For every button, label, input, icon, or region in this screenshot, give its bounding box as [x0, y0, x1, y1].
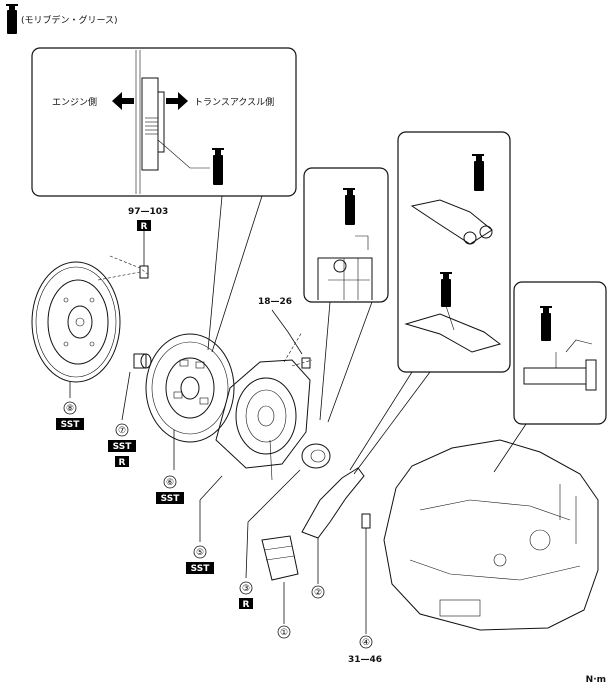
- callout-shaft-detail: [493, 281, 607, 473]
- grease-tube-icon: [343, 188, 355, 225]
- flywheel: [31, 255, 151, 398]
- arrow-left-icon: [112, 92, 134, 110]
- svg-text:①: ①: [280, 628, 288, 638]
- svg-text:⑧: ⑧: [66, 404, 74, 414]
- sst-badge: SST: [186, 562, 214, 574]
- part-number-2: ②: [311, 585, 325, 599]
- part-number-4: ④: [359, 635, 373, 649]
- transaxle-case: [383, 439, 599, 631]
- callout-fork-detail: [349, 131, 511, 475]
- grease-tube-icon: [6, 4, 18, 34]
- svg-text:③: ③: [242, 584, 250, 594]
- part-number-3: ③: [239, 581, 253, 595]
- grease-tube-icon: [472, 154, 484, 191]
- part-number-5: ⑤: [193, 545, 207, 559]
- callout-spline-detail: エンジン側 トランスアクスル側: [31, 47, 297, 353]
- part-number-6: ⑥: [163, 475, 177, 489]
- release-fork: [301, 467, 365, 584]
- svg-text:④: ④: [362, 638, 370, 648]
- svg-text:R: R: [141, 222, 148, 232]
- svg-text:⑥: ⑥: [166, 478, 174, 488]
- release-bearing: [245, 443, 331, 579]
- flywheel-bolt: [139, 228, 149, 279]
- grease-legend-text: (モリブデン・グリース): [21, 14, 118, 26]
- pilot-bearing: [121, 353, 152, 421]
- grease-legend: (モリブデン・グリース): [6, 4, 118, 34]
- replace-badge: R: [137, 220, 151, 232]
- sst-badge: SST: [56, 418, 84, 430]
- svg-text:SST: SST: [161, 494, 181, 504]
- spline-hatch: [145, 117, 158, 135]
- part-number-8: ⑧: [63, 401, 77, 415]
- release-fork-pivot: [361, 513, 371, 634]
- svg-text:R: R: [119, 458, 126, 468]
- svg-text:⑦: ⑦: [118, 426, 126, 436]
- release-fork-boot: [261, 535, 299, 624]
- svg-text:SST: SST: [191, 564, 211, 574]
- sst-badge: SST: [156, 492, 184, 504]
- grease-tube-icon: [440, 272, 452, 307]
- svg-text:⑤: ⑤: [196, 548, 204, 558]
- arrow-right-icon: [166, 92, 188, 110]
- replace-badge: R: [239, 598, 253, 610]
- torque-release-fork-pivot: 31—46: [348, 655, 382, 665]
- torque-clutch-cover-bolt: 18—26: [258, 297, 292, 307]
- sst-badge: SST: [108, 440, 136, 452]
- svg-text:SST: SST: [61, 420, 81, 430]
- engine-side-label: エンジン側: [52, 96, 97, 108]
- replace-badge: R: [115, 456, 129, 468]
- grease-tube-icon: [212, 148, 224, 185]
- grease-tube-icon: [540, 306, 552, 341]
- torque-unit: N·m: [586, 675, 606, 685]
- callout-bearing-detail: [303, 167, 389, 423]
- clutch-cover-bolt: [271, 309, 311, 369]
- svg-text:SST: SST: [113, 442, 133, 452]
- svg-text:R: R: [243, 600, 250, 610]
- clutch-cover: [199, 331, 313, 542]
- part-number-7: ⑦: [115, 423, 129, 437]
- part-number-1: ①: [277, 625, 291, 639]
- torque-flywheel-bolt: 97—103: [128, 207, 168, 217]
- transaxle-side-label: トランスアクスル側: [194, 96, 274, 108]
- svg-text:②: ②: [314, 588, 322, 598]
- clutch-disc: [145, 333, 235, 470]
